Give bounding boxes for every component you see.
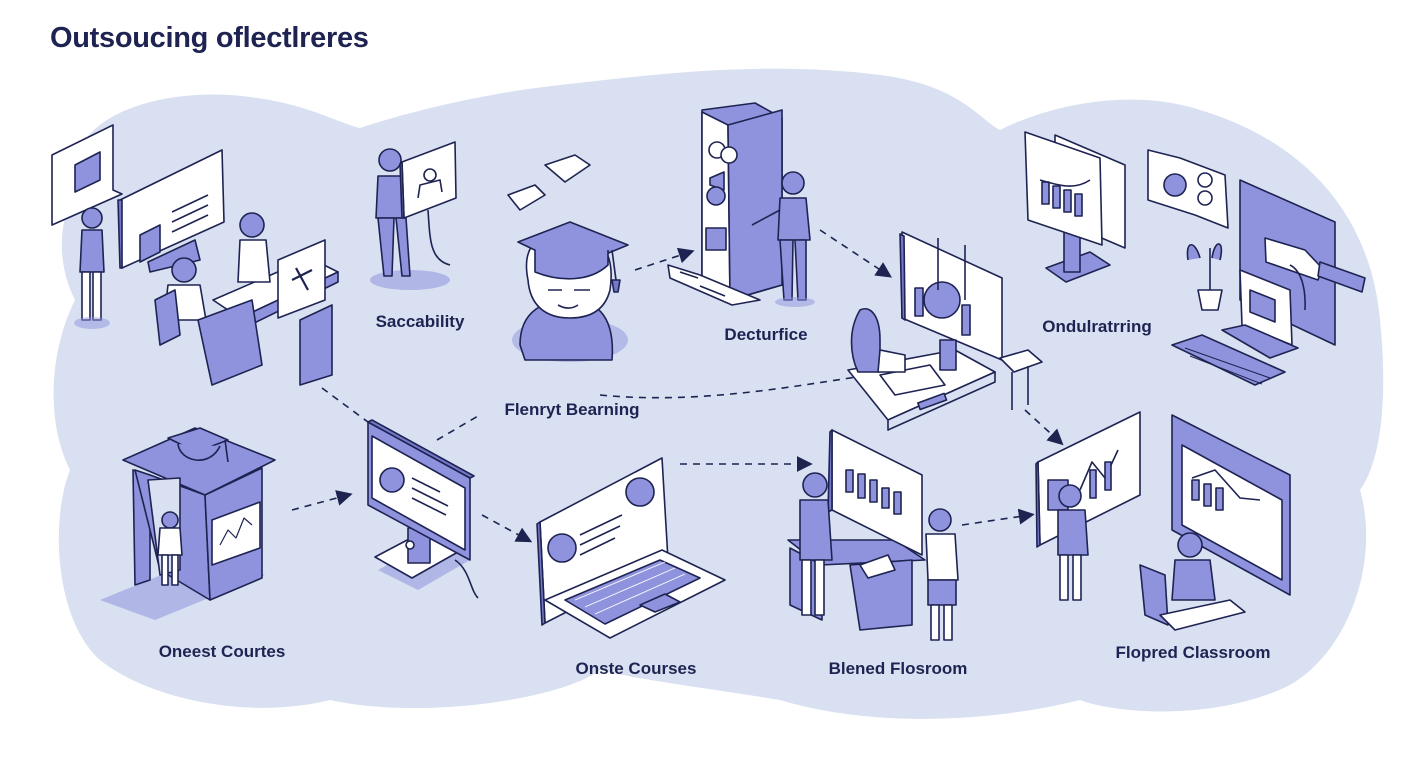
node-label-blened-flosroom: Blened Flosroom	[828, 659, 968, 678]
laptop-video-icon	[536, 457, 726, 639]
connector-blended-flipped	[961, 508, 1035, 526]
connector-bearning-video	[599, 374, 871, 399]
connector-bearning-decturfice	[634, 247, 695, 271]
connector-desktop-bearning	[436, 415, 479, 441]
video-call-desk-icon	[847, 231, 1043, 431]
graduate-avatar-icon	[507, 154, 629, 362]
computer-setup-icon	[1147, 149, 1366, 386]
graduation-booth-icon	[100, 427, 276, 620]
connector-desktop-laptop	[481, 514, 533, 543]
flipped-classroom-icon	[1035, 411, 1291, 631]
node-label-flenryt-bearning: Flenryt Bearning	[504, 400, 640, 419]
node-label-onste-courses: Onste Courses	[575, 659, 697, 678]
node-label-flopred-classroom: Flopred Classroom	[1115, 643, 1271, 662]
chart-billboard-icon	[1024, 131, 1126, 283]
connector-decturfice-video	[819, 229, 893, 278]
node-label-decturfice: Decturfice	[724, 325, 808, 344]
node-label-saccability: Saccability	[375, 312, 465, 331]
presenter-tablet-icon	[370, 141, 457, 290]
page-title: Outsoucing oflectlreres	[50, 22, 369, 54]
connectors	[291, 229, 1064, 543]
desktop-profile-icon	[367, 419, 479, 599]
connector-booth-desktop	[291, 490, 353, 511]
team-workstation-icon	[51, 124, 339, 386]
node-label-ondurattring: Ondulratrring	[1042, 317, 1152, 336]
blended-desk-icon	[787, 429, 959, 641]
kiosk-screen-icon	[667, 102, 815, 307]
node-label-oneest-courses: Oneest Courtes	[158, 642, 286, 661]
connector-video-flipped	[1024, 409, 1064, 446]
connector-workspace-desktop	[321, 387, 373, 426]
